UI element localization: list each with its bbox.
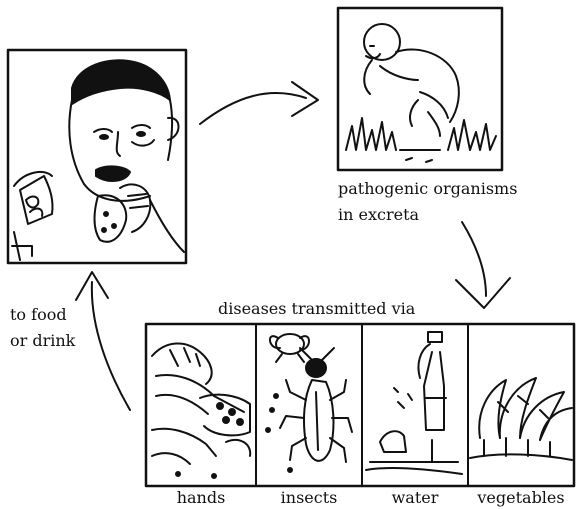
arrow-to-routes [456, 222, 510, 308]
man-eating-illustration [8, 50, 186, 263]
water-illustration [366, 332, 462, 474]
route-label-vegetables: vegetables [468, 488, 574, 508]
arrow-to-food [76, 272, 130, 410]
hands-illustration [152, 343, 250, 478]
vegetables-illustration [470, 378, 572, 460]
squatting-man-illustration [338, 8, 502, 170]
caption-transmitted-via: diseases transmitted via [218, 298, 415, 320]
caption-food-line1: to food [10, 304, 67, 326]
caption-organisms-line2: in excreta [338, 204, 419, 226]
route-label-water: water [362, 488, 468, 508]
arrow-to-excreta [200, 82, 318, 124]
caption-food-line2: or drink [10, 330, 75, 352]
routes-strip [146, 324, 574, 486]
route-label-insects: insects [256, 488, 362, 508]
caption-organisms-line1: pathogenic organisms [338, 178, 517, 200]
route-label-hands: hands [146, 488, 256, 508]
insects-illustration [266, 334, 352, 472]
